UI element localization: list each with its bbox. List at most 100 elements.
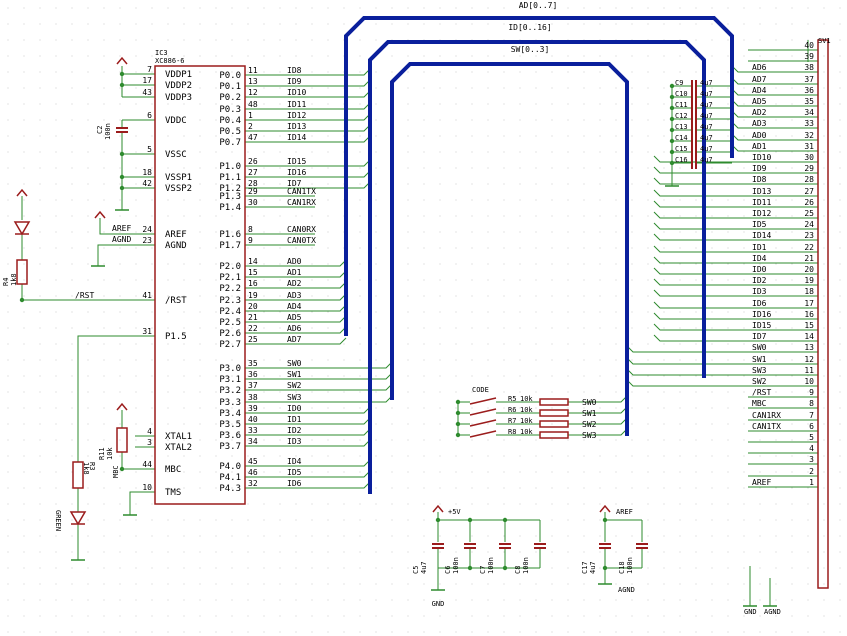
ic3-left-pin-name: XTAL1 <box>165 432 192 442</box>
sv1-pin-number: 3 <box>809 455 814 464</box>
v5-net-label: +5V <box>448 508 461 516</box>
ic3-right-pin-name: P2.3 <box>219 296 241 306</box>
sv1-pin-number: 21 <box>804 254 814 263</box>
ic3-net-label: AD3 <box>287 291 302 300</box>
ic3-body <box>154 65 246 505</box>
ic3-right-pin-number: 32 <box>248 479 258 488</box>
junction-dot <box>119 82 125 88</box>
sv1-pin-number: 23 <box>804 231 814 240</box>
ic3-net-label: ID16 <box>287 168 306 177</box>
ic3-left-pin-number: 43 <box>142 88 152 97</box>
filter-cap-ref: C11 <box>675 101 688 109</box>
aref-cap-ref: C17 <box>581 561 589 574</box>
agnd-bottom-label: AGND <box>764 608 781 616</box>
ic3-bus-entry-wire <box>265 428 371 436</box>
pullup-resistor <box>539 409 569 417</box>
sv1-pin-number: 15 <box>804 321 814 330</box>
ic3-right-pin-number: 14 <box>248 257 258 266</box>
ic3-left-pin-name: MBC <box>165 465 181 475</box>
gnd-bottom-label: GND <box>744 608 757 616</box>
ic3-bus-entry-wire <box>265 293 347 301</box>
gnd-net-label: GND <box>432 600 445 608</box>
ic3-left-pin-number: 18 <box>142 168 152 177</box>
ic3-right-pin-name: P3.3 <box>219 398 241 408</box>
ic3-right-pin-number: 36 <box>248 370 258 379</box>
ic3-bus-entry-wire <box>265 315 347 323</box>
r11-value: 10k <box>106 447 114 460</box>
ic3-bus-entry-wire <box>265 270 347 278</box>
ic3-right-pin-name: P2.2 <box>219 284 241 294</box>
ic3-right-pin-number: 20 <box>248 302 258 311</box>
sv1-bus-entry <box>653 233 748 241</box>
ic3-right-pin-number: 29 <box>248 187 258 196</box>
filter-cap-value: 4u7 <box>700 123 713 131</box>
supply-arrow <box>432 504 444 513</box>
ic3-bus-entry-wire <box>265 259 347 267</box>
ic3-left-pin-name: P1.5 <box>165 332 187 342</box>
ic3-bus-entry-wire <box>265 372 393 380</box>
r11-ref: R11 <box>98 447 106 460</box>
ic3-right-pin-number: 33 <box>248 426 258 435</box>
ic3-left-pin-name: AREF <box>165 230 187 240</box>
filter-cap-ref: C13 <box>675 123 688 131</box>
ic3-net-label: SW0 <box>287 359 302 368</box>
sv1-net-label: /RST <box>752 388 771 397</box>
ic3-left-pin-number: 10 <box>142 483 152 492</box>
sv1-bus-entry <box>731 77 748 85</box>
ic3-net-label: AD6 <box>287 324 302 333</box>
ic3-value: XC886-6 <box>155 57 185 65</box>
sv1-pin-number: 17 <box>804 299 814 308</box>
ic3-left-pin-name: VSSC <box>165 150 187 160</box>
junction-dot <box>669 138 675 144</box>
sv1-bus-entry <box>653 256 748 264</box>
ic3-right-pin-name: P1.1 <box>219 173 241 183</box>
filter-cap-value: 4u7 <box>700 112 713 120</box>
ic3-right-pin-name: P3.7 <box>219 442 241 452</box>
text-layer: IC3XC886-67VDDP117VDDP243VDDP36VDDC5VSSC… <box>2 1 831 616</box>
sv1-net-label: CAN1TX <box>752 422 781 431</box>
ic3-net-label: AD2 <box>287 279 302 288</box>
sv1-pin-number: 36 <box>804 86 814 95</box>
sv1-net-label: SW0 <box>752 343 767 352</box>
ic3-left-pin-number: 3 <box>147 438 152 447</box>
sv1-ref: SV1 <box>818 37 831 45</box>
ic3-net-label: ID5 <box>287 468 302 477</box>
ic3-right-pin-name: P0.1 <box>219 82 241 92</box>
ic3-bus-entry-wire <box>265 326 347 334</box>
sv1-bus-entry <box>653 245 748 253</box>
agnd-net-label: AGND <box>112 235 131 244</box>
sv1-pin-number: 40 <box>804 41 814 50</box>
ic3-bus-entry-wire <box>265 304 347 312</box>
r11-resistor <box>116 427 128 453</box>
sv1-pin-number: 6 <box>809 422 814 431</box>
ic3-bus-entry-wire <box>265 124 371 132</box>
sv1-pin-number: 37 <box>804 75 814 84</box>
ic3-right-pin-number: 13 <box>248 77 258 86</box>
filter-cap-value: 4u7 <box>700 101 713 109</box>
ic3-right-pin-name: P2.0 <box>219 262 241 272</box>
ic3-right-pin-number: 35 <box>248 359 258 368</box>
ic3-bus-entry-wire <box>265 406 371 414</box>
sv1-net-label: ID6 <box>752 299 767 308</box>
sv1-bus-entry <box>731 144 748 152</box>
ic3-right-pin-name: P0.7 <box>219 138 241 148</box>
sv1-pin-number: 28 <box>804 175 814 184</box>
ic3-left-pin-name: VDDC <box>165 116 187 126</box>
sv1-net-label: ID0 <box>752 265 767 274</box>
ic3-right-pin-number: 38 <box>248 393 258 402</box>
ic3-left-pin-number: 4 <box>147 427 152 436</box>
junction-dot <box>119 151 125 157</box>
wire <box>97 244 135 266</box>
filter-cap-ref: C14 <box>675 134 688 142</box>
ic3-net-label: SW2 <box>287 381 302 390</box>
bus-line <box>344 16 734 336</box>
dip-switch-contact <box>469 408 497 416</box>
ic3-left-pin-name: XTAL2 <box>165 443 192 453</box>
sv1-body <box>817 39 829 589</box>
ic3-right-pin-number: 21 <box>248 313 258 322</box>
ic3-bus-entry-wire <box>265 102 371 110</box>
filter-cap-ref: C9 <box>675 79 683 87</box>
sv1-pin-number: 2 <box>809 467 814 476</box>
aref-cap-ref: C18 <box>618 561 626 574</box>
sv1-pin-number: 9 <box>809 388 814 397</box>
